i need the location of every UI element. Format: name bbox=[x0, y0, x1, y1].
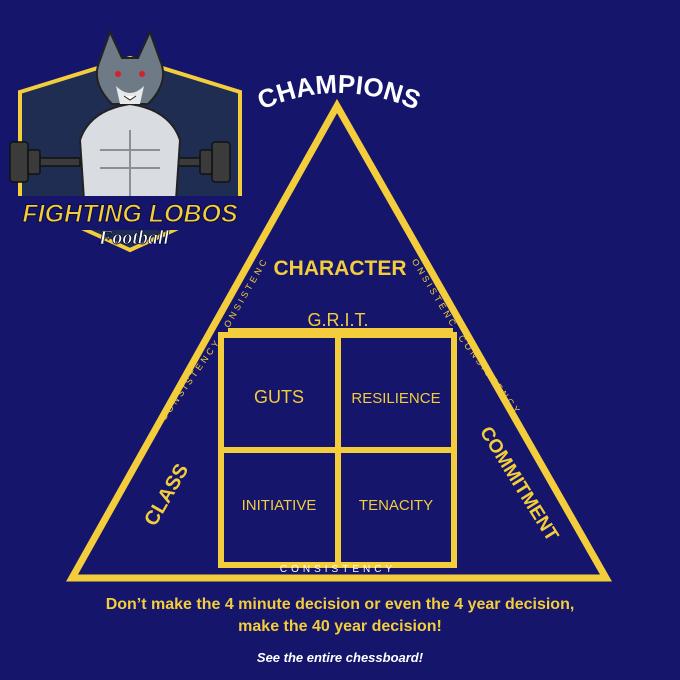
wolf-mascot-icon bbox=[78, 29, 182, 208]
footer-line-1: Don’t make the 4 minute decision or even… bbox=[105, 596, 575, 613]
character-label: CHARACTER bbox=[274, 257, 407, 280]
team-logo: FIGHTING LOBOS Football bbox=[9, 29, 246, 253]
class-label: CLASS bbox=[140, 460, 193, 530]
cell-tenacity: TENACITY bbox=[359, 497, 433, 514]
footer-line-2: make the 40 year decision! bbox=[238, 618, 442, 635]
grit-grid bbox=[218, 332, 457, 568]
pyramid-outline bbox=[66, 98, 613, 582]
footer-tagline: See the entire chessboard! bbox=[256, 650, 424, 665]
cell-resilience: RESILIENCE bbox=[351, 390, 440, 407]
dumbbell-icon bbox=[9, 141, 231, 183]
cell-initiative: INITIATIVE bbox=[242, 497, 317, 514]
cell-guts: GUTS bbox=[254, 387, 304, 407]
edge-word-right-lower: CONSISTENCY bbox=[456, 333, 523, 417]
edge-word-left-lower: CONSISTENCY bbox=[158, 336, 223, 422]
edge-word-bottom: CONSISTENCY bbox=[280, 564, 396, 575]
grit-label: G.R.I.T. bbox=[307, 310, 368, 330]
footer-quote: Don’t make the 4 minute decision or even… bbox=[0, 594, 680, 638]
logo-title: FIGHTING LOBOS bbox=[22, 200, 238, 228]
logo-subtitle: Football bbox=[98, 227, 169, 249]
